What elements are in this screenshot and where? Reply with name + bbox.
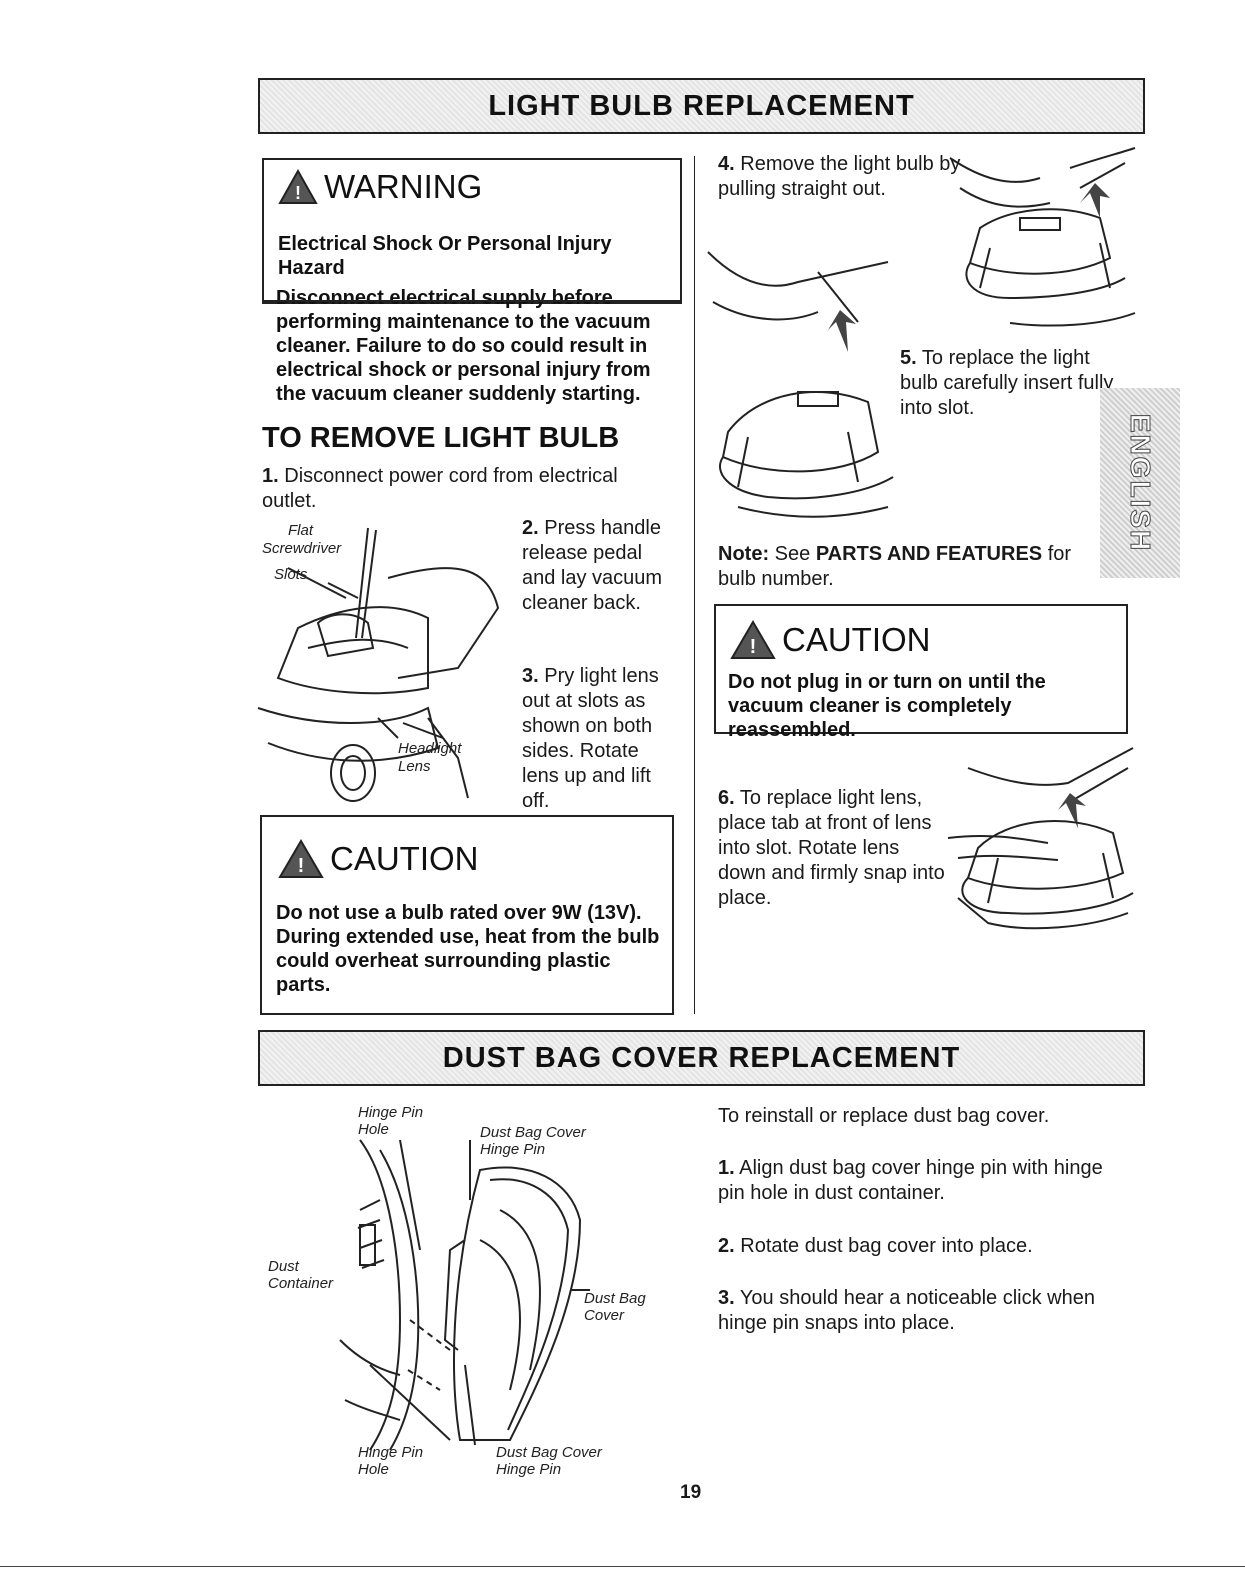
label-dust-bag-cover-hinge-pin-bottom: Dust Bag Cover Hinge Pin [496,1444,602,1478]
step-text: To replace light lens, place tab at fron… [718,787,945,909]
svg-text:!: ! [295,183,301,203]
remove-step-2: 2. Press handle release pedal and lay va… [522,516,672,616]
step-4: 4. Remove the light bulb by pulling stra… [718,152,968,202]
step-text: Align dust bag cover hinge pin with hing… [718,1157,1103,1204]
warning-signal: ! WARNING [278,168,482,206]
svg-text:!: ! [750,636,757,658]
step-text: You should hear a noticeable click when … [718,1287,1095,1334]
english-side-tab: ENGLISH [1100,388,1180,578]
warning-title: WARNING [324,168,483,205]
warning-triangle-icon: ! [278,169,318,204]
step-number: 2. [522,517,539,539]
step-text: Pry light lens out at slots as shown on … [522,665,659,812]
page-number: 19 [680,1482,702,1503]
step-text: Press handle release pedal and lay vacuu… [522,517,663,614]
note-label: Note: [718,543,770,565]
step-number: 2. [718,1235,735,1257]
step-number: 3. [522,665,539,687]
step-number: 1. [262,465,279,487]
warning-box-bottom-rule [262,300,682,302]
step-number: 6. [718,787,735,809]
caution-title: CAUTION [330,840,479,877]
note-ref: PARTS AND FEATURES [815,543,1043,565]
step-text: Remove the light bulb by pulling straigh… [718,153,961,200]
page-bottom-rule [0,1566,1245,1567]
remove-step-3: 3. Pry light lens out at slots as shown … [522,664,672,814]
english-tab-label: ENGLISH [1125,413,1157,553]
warning-hazard: Electrical Shock Or Personal Injury Haza… [278,233,612,279]
bulb-number-note: Note: See PARTS AND FEATURES for bulb nu… [718,542,1108,592]
caution-box-bulb-rating: ! CAUTION Do not use a bulb rated over 9… [260,815,674,1015]
label-dust-bag-cover: Dust Bag Cover [584,1290,646,1324]
dust-intro: To reinstall or replace dust bag cover. [718,1105,1050,1127]
label-dust-bag-cover-hinge-pin-top: Dust Bag Cover Hinge Pin [480,1124,586,1158]
note-post: for bulb number. [718,543,1072,590]
remove-bulb-illustration [949,147,1136,327]
column-divider [694,156,695,1014]
caution-title: CAUTION [782,621,931,658]
insert-bulb-illustration [707,251,894,518]
remove-step-1: 1. Disconnect power cord from electrical… [262,464,662,514]
label-hinge-pin-hole-bottom: Hinge Pin Hole [358,1444,424,1478]
dust-bag-cover-illustration [339,1139,590,1451]
step-number: 1. [718,1157,735,1179]
caution-signal: ! CAUTION [730,620,931,660]
label-dust-container: Dust Container [268,1258,334,1292]
banner-title: LIGHT BULB REPLACEMENT [488,89,915,122]
caution-box-reassembled: ! CAUTION Do not plug in or turn on unti… [714,604,1128,741]
label-hinge-pin-hole-top: Hinge Pin Hole [358,1104,424,1138]
caution-message: Do not plug in or turn on until the vacu… [728,671,1046,741]
caution-triangle-icon: ! [730,620,776,659]
step-text: To replace the light bulb carefully inse… [900,347,1114,419]
dust-step-1: 1. Align dust bag cover hinge pin with h… [718,1156,1108,1206]
dust-bag-cover-replacement-banner: DUST BAG COVER REPLACEMENT [258,1030,1145,1086]
step-number: 5. [900,347,917,369]
caution-triangle-icon: ! [278,839,324,878]
label-headlight: Headlight [398,740,462,757]
warning-box: ! WARNING Electrical Shock Or Personal I… [262,158,682,304]
label-lens: Lens [398,758,431,775]
dust-step-3: 3. You should hear a noticeable click wh… [718,1286,1108,1336]
replace-lens-illustration [947,747,1134,930]
step-text: Rotate dust bag cover into place. [740,1235,1033,1257]
label-flat: Flat [288,522,314,539]
step-number: 3. [718,1287,735,1309]
banner-title: DUST BAG COVER REPLACEMENT [442,1041,961,1074]
dust-step-2: 2. Rotate dust bag cover into place. [718,1234,1108,1259]
step-6: 6. To replace light lens, place tab at f… [718,786,948,911]
warning-message: Disconnect electrical supply before perf… [276,287,651,405]
remove-light-bulb-heading: TO REMOVE LIGHT BULB [262,422,620,454]
pry-lens-illustration [257,527,500,802]
caution-signal: ! CAUTION [278,839,479,879]
step-text: Disconnect power cord from electrical ou… [262,465,618,512]
step-5: 5. To replace the light bulb carefully i… [900,346,1115,421]
label-slots: Slots [274,566,308,583]
caution-message: Do not use a bulb rated over 9W (13V). D… [276,902,660,996]
light-bulb-replacement-banner: LIGHT BULB REPLACEMENT [258,78,1145,134]
note-pre: See [774,543,811,565]
step-number: 4. [718,153,735,175]
label-screwdriver: Screwdriver [262,540,342,557]
svg-text:!: ! [298,855,305,877]
